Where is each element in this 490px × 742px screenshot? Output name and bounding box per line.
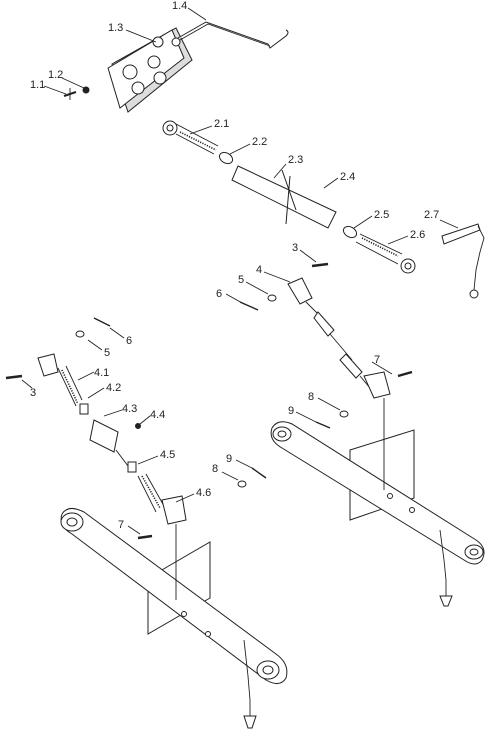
left-pin-9 [251, 467, 267, 479]
spring-rod [177, 21, 289, 49]
left-nut-4-4 [135, 423, 141, 429]
label-1-2: 1.2 [48, 69, 63, 81]
label-4-2: 4.2 [106, 382, 121, 394]
label-left-7: 7 [118, 519, 124, 531]
label-right-4: 4 [256, 264, 262, 276]
nut-2-5 [342, 225, 358, 239]
label-right-7: 7 [374, 354, 380, 366]
label-2-6: 2.6 [410, 229, 425, 241]
right-pin-9 [315, 421, 331, 429]
label-left-3: 3 [30, 387, 36, 399]
left-washer-8 [237, 480, 247, 488]
label-1-4: 1.4 [172, 0, 187, 12]
left-pin-6 [93, 317, 111, 327]
label-4-3: 4.3 [122, 403, 137, 415]
right-lift-rod [287, 277, 391, 399]
label-2-1: 2.1 [214, 118, 229, 130]
label-2-4: 2.4 [340, 171, 355, 183]
label-right-9: 9 [288, 405, 294, 417]
label-2-3: 2.3 [288, 154, 303, 166]
label-2-5: 2.5 [374, 209, 389, 221]
leader-lines [21, 7, 459, 535]
top-link-end-2-6 [355, 233, 416, 274]
label-4-5: 4.5 [160, 449, 175, 461]
label-left-8: 8 [212, 463, 218, 475]
label-1-1: 1.1 [30, 79, 45, 91]
label-2-2: 2.2 [252, 136, 267, 148]
label-4-6: 4.6 [196, 487, 211, 499]
left-lift-rod [37, 353, 187, 525]
left-bolt-7 [137, 534, 153, 540]
label-2-7: 2.7 [424, 209, 439, 221]
left-washer-5 [75, 330, 85, 338]
nut-2-2 [218, 151, 234, 165]
right-washer-5 [267, 294, 277, 302]
mounting-bracket [107, 27, 193, 113]
label-left-5: 5 [104, 347, 110, 359]
label-4-4: 4.4 [150, 409, 165, 421]
label-right-3: 3 [292, 242, 298, 254]
right-bolt-3 [311, 262, 329, 268]
tube-2-3 [231, 165, 337, 229]
bolt-1-1 [63, 88, 77, 100]
label-left-6: 6 [126, 335, 132, 347]
left-lower-link [60, 508, 288, 729]
label-right-5: 5 [238, 274, 244, 286]
right-bolt-7 [397, 370, 413, 378]
washer-1-2 [82, 86, 90, 94]
left-bolt-3 [5, 374, 23, 380]
pin-2-7 [441, 223, 485, 299]
label-right-8: 8 [308, 391, 314, 403]
top-link-end-2-1 [162, 120, 219, 155]
right-washer-8 [339, 410, 349, 418]
label-right-6: 6 [216, 288, 222, 300]
label-4-1: 4.1 [94, 367, 109, 379]
label-left-9: 9 [226, 453, 232, 465]
right-lower-link [270, 398, 485, 607]
label-1-3: 1.3 [108, 22, 123, 34]
